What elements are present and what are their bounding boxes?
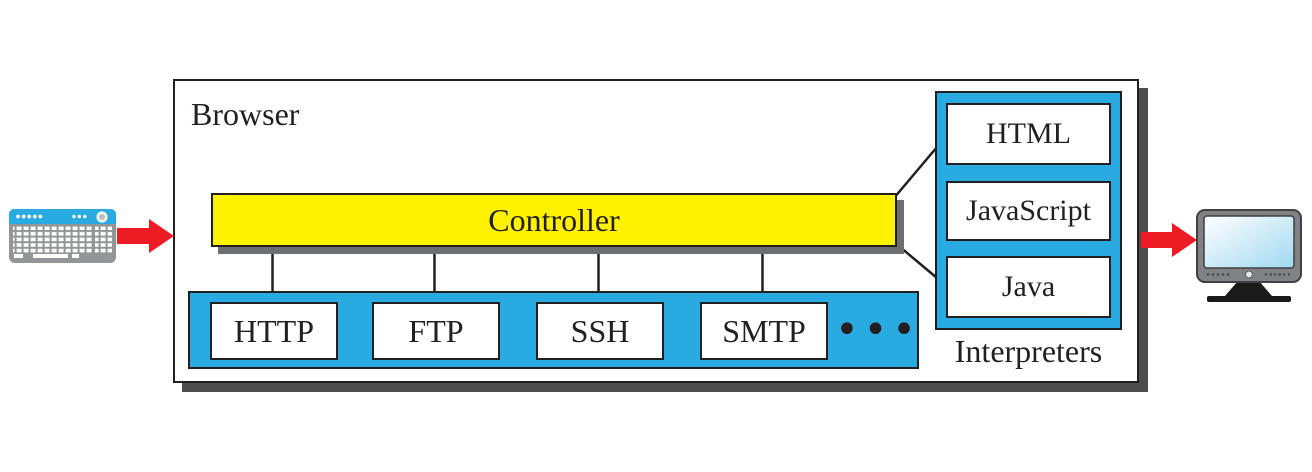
protocol-box-smtp: SMTP	[700, 302, 828, 360]
protocol-box-http: HTTP	[210, 302, 338, 360]
output-arrow-icon	[1141, 223, 1197, 257]
monitor-screen	[1203, 215, 1295, 269]
ellipsis-dots: •••	[835, 307, 921, 353]
protocol-bar: HTTP FTP SSH SMTP •••	[188, 291, 919, 369]
protocol-box-ftp: FTP	[372, 302, 500, 360]
interpreter-box-java: Java	[946, 256, 1111, 318]
input-arrow-icon	[117, 219, 174, 253]
protocol-label: FTP	[408, 312, 464, 349]
monitor-buttons	[1206, 273, 1291, 276]
controller-to-interpreters-lines	[893, 146, 938, 279]
protocol-label: HTTP	[234, 312, 314, 349]
interpreter-label: HTML	[986, 117, 1071, 150]
protocol-box-ssh: SSH	[536, 302, 664, 360]
controller-box: Controller	[211, 193, 897, 247]
protocol-label: SMTP	[722, 312, 806, 349]
interpreter-box-html: HTML	[946, 103, 1111, 165]
interpreters-caption: Interpreters	[954, 333, 1103, 369]
protocol-label: SSH	[570, 312, 630, 349]
monitor-icon	[1196, 209, 1302, 302]
keyboard-icon	[9, 209, 116, 263]
interpreter-box-javascript: JavaScript	[946, 181, 1111, 241]
interpreters-box: HTML JavaScript Java	[935, 91, 1122, 330]
monitor-base	[1207, 296, 1291, 302]
interpreter-label: Java	[1001, 270, 1056, 303]
browser-title: Browser	[191, 96, 300, 132]
controller-label: Controller	[488, 201, 620, 238]
monitor-stand	[1225, 281, 1272, 296]
interpreter-label: JavaScript	[966, 194, 1091, 227]
